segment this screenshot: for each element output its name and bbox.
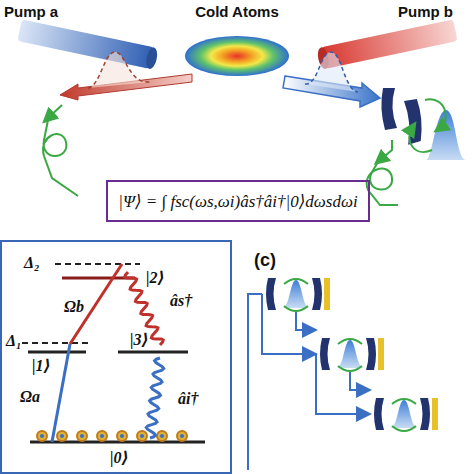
cavity-mirror	[312, 278, 322, 310]
optical-fiber	[43, 105, 398, 205]
feed-line	[248, 294, 262, 470]
level-label: |1⟩	[32, 356, 51, 375]
atom-cloud	[185, 36, 289, 76]
atom-dot	[177, 431, 187, 441]
circulation-arrow	[284, 306, 308, 311]
circulation-arrow	[284, 279, 308, 284]
circulation-arrow	[392, 399, 416, 404]
feed-line	[316, 354, 368, 414]
detuning-label: Δ₂	[24, 254, 40, 272]
atom-dot	[80, 434, 84, 438]
atom-dot	[97, 431, 107, 441]
atom-dot	[37, 431, 47, 441]
atom-dot	[137, 431, 147, 441]
level-label: |3⟩	[130, 330, 149, 349]
rabi-label: Ωa	[20, 388, 40, 406]
feed-line	[350, 372, 368, 390]
detuning-label: Δ₁	[6, 332, 22, 350]
energy-level-diagram	[22, 264, 205, 442]
circulation-arrow	[392, 426, 416, 431]
atom-ensemble	[378, 338, 384, 370]
atom-dot	[77, 431, 87, 441]
atom-dot	[40, 434, 44, 438]
cavity-mirror	[374, 398, 384, 430]
atom-dot	[157, 431, 167, 441]
beam-label: Pump b	[398, 3, 453, 20]
atom-dot	[100, 434, 104, 438]
photon-label: âs†	[170, 292, 192, 310]
atom-dot	[117, 431, 127, 441]
equation-text: |Ψ⟩ = ∫ fsc(ωs,ωi)âs†âi†|0⟩dωsdωi	[118, 191, 357, 212]
cavity-mirror	[266, 278, 276, 310]
atom-dot	[140, 434, 144, 438]
rabi-label: Ωb	[64, 298, 84, 316]
atom-dot	[60, 434, 64, 438]
feed-line	[296, 312, 314, 330]
signal-photon-arrow	[60, 52, 192, 100]
beam-label: Pump a	[4, 3, 58, 20]
photon-pulse	[390, 400, 418, 428]
atom-ensemble	[432, 398, 438, 430]
idler-photon-arrow	[283, 52, 380, 107]
level-label: |2⟩	[146, 268, 165, 287]
feed-line	[262, 294, 314, 354]
atom-dot	[120, 434, 124, 438]
cavity-mirror	[420, 398, 430, 430]
optical-cavity	[381, 88, 466, 160]
photon-pulse	[336, 340, 364, 368]
cavity-mirror	[366, 338, 376, 370]
circulation-arrow	[338, 339, 362, 344]
cavity-mirror	[320, 338, 330, 370]
atom-dot	[57, 431, 67, 441]
atom-dot	[180, 434, 184, 438]
panel-label: (c)	[254, 250, 276, 271]
level-scheme-panel: Δ₂ |2⟩ Ωb âs† Δ₁ |1⟩ |3⟩ Ωa âi† |0⟩	[0, 240, 232, 474]
pump-a-beam	[17, 19, 159, 70]
atom-ensemble	[324, 278, 330, 310]
photon-label: âi†	[178, 390, 198, 408]
state-equation-box: |Ψ⟩ = ∫ fsc(ωs,ωi)âs†âi†|0⟩dωsdωi	[106, 180, 369, 222]
cavity-cascade	[248, 278, 438, 470]
atom-dot	[160, 434, 164, 438]
circulation-arrow	[338, 366, 362, 371]
photon-pulse	[282, 280, 310, 308]
level-label: |0⟩	[110, 448, 129, 467]
sample-label: Cold Atoms	[195, 3, 279, 20]
